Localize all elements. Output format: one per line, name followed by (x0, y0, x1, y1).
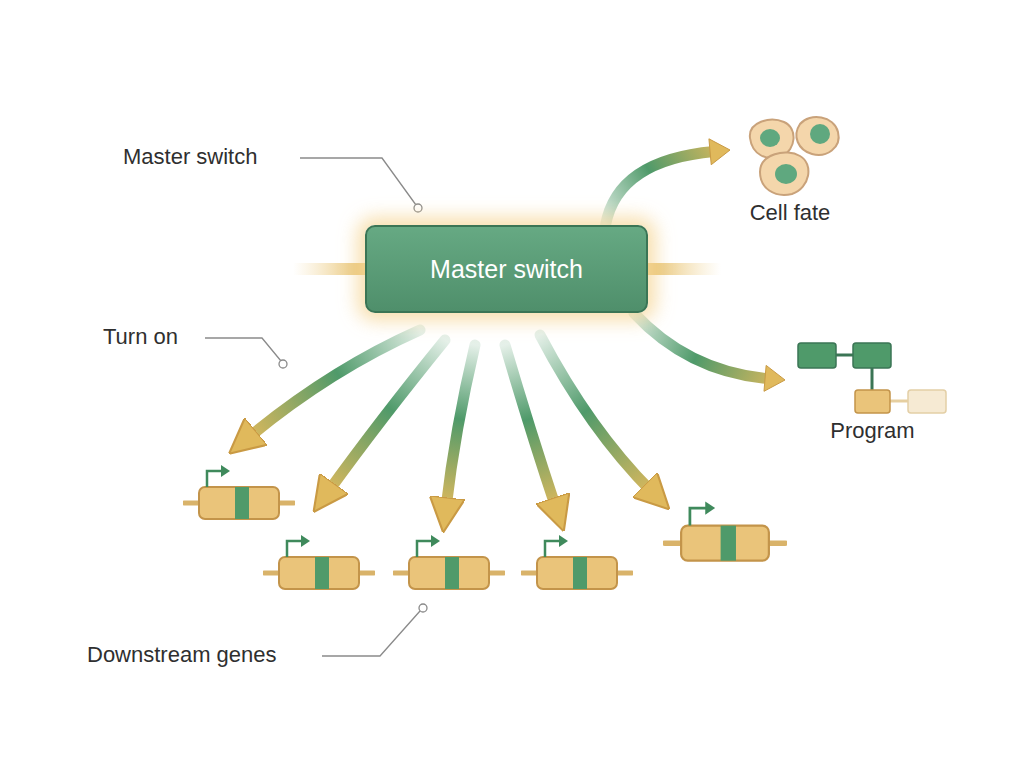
cell-fate-node: Cell fate (730, 110, 850, 235)
cells-illustration (730, 110, 850, 200)
arrow-head (709, 139, 730, 165)
leader-dot (279, 360, 287, 368)
connector-line (634, 313, 769, 379)
activation-arrow (446, 345, 475, 508)
callout-label: Downstream genes (87, 642, 277, 668)
leader-dot (414, 204, 422, 212)
leader-line (205, 338, 281, 361)
program-icon (793, 338, 953, 418)
activation-arrow (505, 345, 556, 508)
node-text: Cell fate (750, 200, 831, 226)
activation-connector (606, 139, 730, 225)
program-node: Program (785, 338, 960, 453)
gene-symbol (665, 501, 786, 560)
leader-line (300, 158, 416, 205)
gene-symbol (522, 535, 632, 589)
leader-dot (419, 604, 427, 612)
connector-line (606, 151, 715, 225)
callout-label: Turn on (103, 324, 178, 350)
activation-arrow (540, 335, 652, 492)
master-switch-box: Master switch (365, 225, 648, 313)
gene-symbol (264, 535, 374, 589)
node-text: Program (830, 418, 914, 444)
activation-arrow (328, 340, 445, 492)
activation-connector (634, 313, 785, 391)
node-text: Master switch (430, 255, 583, 284)
activation-arrows (248, 330, 652, 508)
callout-label: Master switch (123, 144, 257, 170)
gene-symbol (184, 465, 294, 519)
activation-arrow (248, 330, 420, 438)
leader-line (322, 611, 420, 656)
arrow-head (764, 365, 785, 391)
gene-symbol (394, 535, 504, 589)
